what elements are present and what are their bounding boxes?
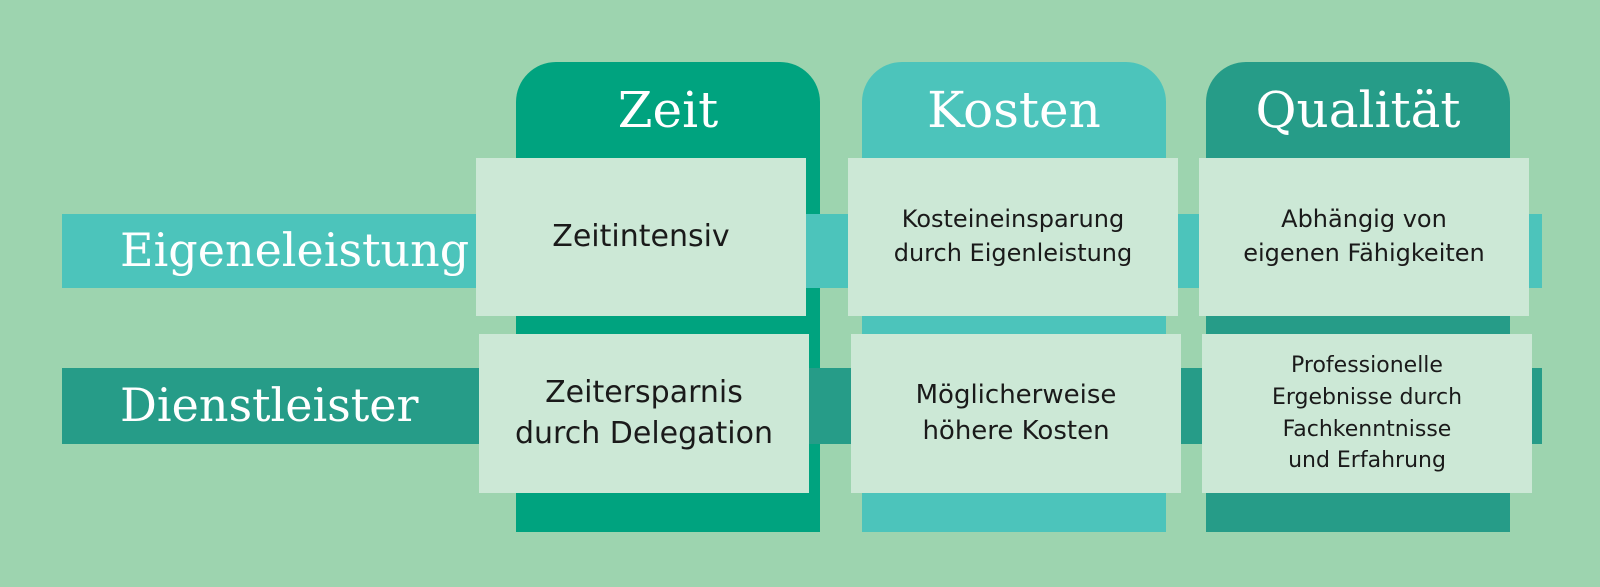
column-header-zeit: Zeit	[617, 81, 719, 139]
column-header-qualitaet: Qualität	[1255, 81, 1461, 139]
row-label-eigenleistung: Eigeneleistung	[120, 223, 470, 277]
column-header-kosten: Kosten	[927, 81, 1101, 139]
row-label-dienstleister: Dienstleister	[120, 378, 419, 432]
cell-eigenleistung-zeit: Zeitintensiv	[476, 158, 806, 316]
